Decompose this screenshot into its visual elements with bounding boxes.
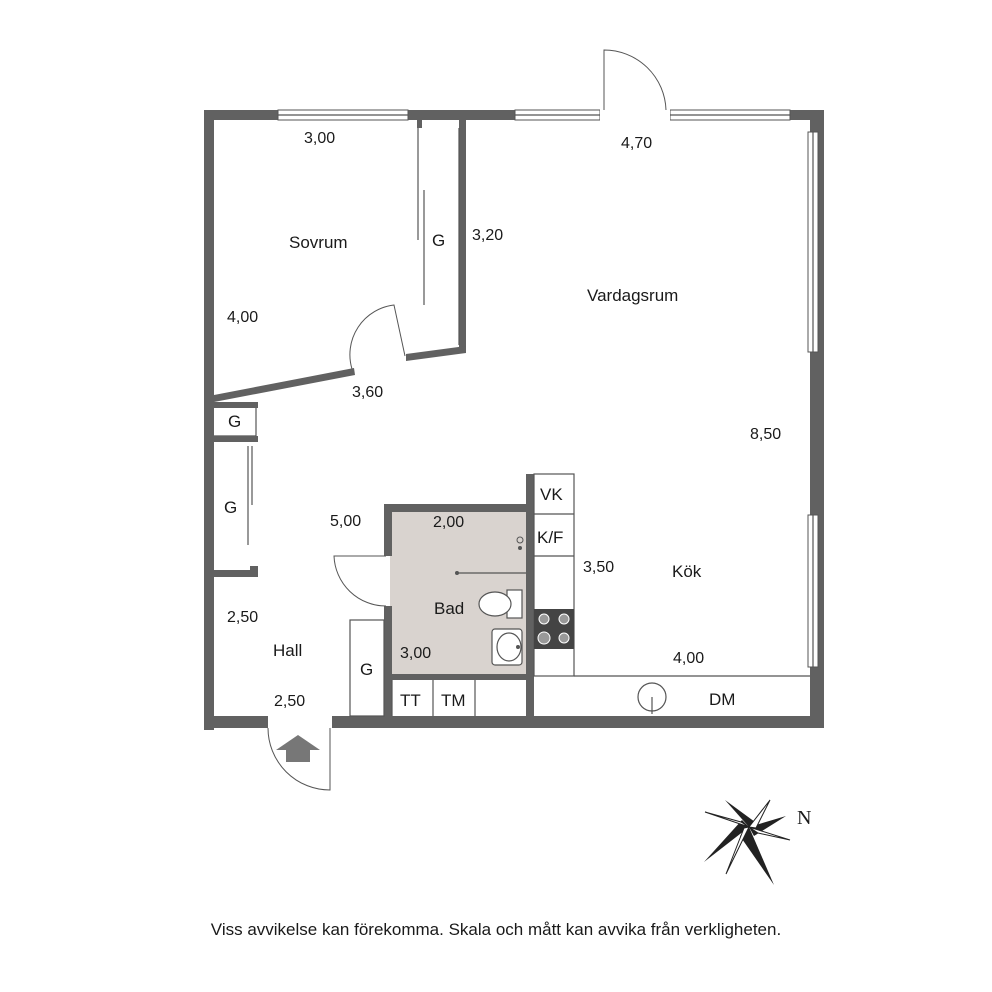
entrance-gap: [268, 714, 332, 730]
entrance-door: [267, 727, 331, 791]
disclaimer-text: Viss avvikelse kan förekomma. Skala och …: [210, 920, 782, 939]
balcony-door: [603, 49, 667, 111]
fixture-label-dm: DM: [709, 690, 735, 709]
dim-hall-height: 2,50: [227, 609, 258, 626]
dim-bad-height: 3,00: [400, 645, 431, 662]
dim-sovrum-diag: 3,60: [352, 384, 383, 401]
bedroom-walls: [214, 120, 466, 402]
bathroom-walls: [384, 474, 534, 726]
dim-hall-width: 2,50: [274, 693, 305, 710]
balcony-door-gap: [600, 108, 670, 122]
room-label-bad: Bad: [434, 599, 464, 618]
dim-kok-width: 4,00: [673, 650, 704, 667]
kitchen-sink-icon: [637, 682, 667, 714]
dim-vardagsrum-width: 4,70: [621, 135, 652, 152]
fixture-label-kf: K/F: [537, 528, 563, 547]
windows-right: [807, 131, 819, 668]
shower-rail: [455, 536, 526, 575]
entrance-arrow-icon: [276, 735, 320, 762]
fixture-label-g-bath: G: [360, 660, 373, 679]
laundry-cabinets: [391, 680, 476, 716]
fixture-label-g-bedroom: G: [432, 231, 445, 250]
hall-closets: [214, 402, 258, 577]
fixture-label-vk: VK: [540, 485, 563, 504]
dim-kok-height: 3,50: [583, 559, 614, 576]
sink: [491, 628, 523, 666]
dim-sovrum-width: 3,00: [304, 130, 335, 147]
dim-bad-width: 2,00: [433, 514, 464, 531]
compass-north-label: N: [797, 807, 811, 829]
dim-bath-side: 5,00: [330, 513, 361, 530]
bedroom-wardrobe: [417, 128, 460, 345]
dim-wardrobe-height: 3,20: [472, 227, 503, 244]
compass-icon: [704, 799, 791, 885]
room-label-vardagsrum: Vardagsrum: [587, 286, 678, 305]
bath-door: [333, 555, 387, 607]
bath-closet: [349, 619, 385, 717]
windows-top: [277, 109, 791, 121]
fixture-label-g-small: G: [228, 412, 241, 431]
room-label-kok: Kök: [672, 562, 702, 581]
bedroom-door: [349, 304, 406, 370]
dim-sovrum-height: 4,00: [227, 309, 258, 326]
fixture-label-g-hall: G: [224, 498, 237, 517]
toilet: [478, 589, 523, 619]
fixture-label-tm: TM: [441, 691, 466, 710]
stove-icon: [534, 609, 574, 649]
room-label-hall: Hall: [273, 641, 302, 660]
dim-vardagsrum-height: 8,50: [750, 426, 781, 443]
room-label-sovrum: Sovrum: [289, 233, 348, 252]
fixture-label-tt: TT: [400, 691, 421, 710]
